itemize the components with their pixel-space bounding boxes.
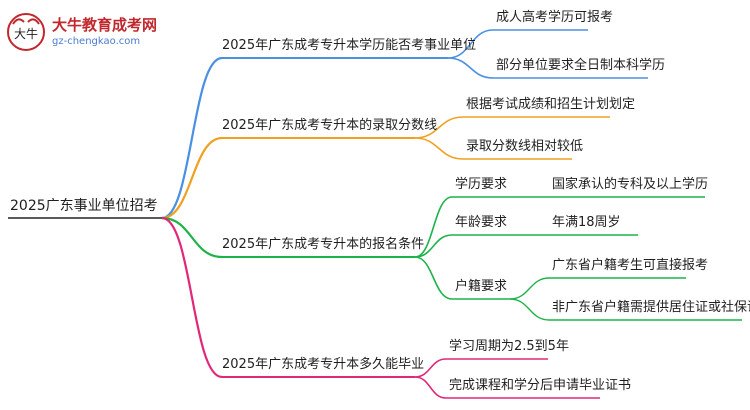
- leaf-label: 根据考试成绩和招生计划划定: [466, 97, 636, 112]
- sub-branch-label: 年龄要求: [455, 215, 508, 230]
- logo-mark-text: 大牛: [14, 26, 38, 41]
- branch-label: 2025年广东成考专升本的报名条件: [222, 237, 425, 252]
- site-logo: 大牛 大牛教育成考网 gz-chengkao.com: [6, 10, 186, 54]
- branch-label: 2025年广东成考专升本学历能否考事业单位: [222, 38, 477, 53]
- branch-link: [447, 57, 494, 79]
- leaf-label: 非广东省户籍需提供居住证或社保证明: [552, 300, 750, 315]
- sub-link: [509, 277, 550, 300]
- leaf-label: 部分单位要求全日制本科学历: [496, 58, 666, 73]
- leaf-label: 成人高考学历可报考: [496, 10, 614, 25]
- branch-link: [414, 116, 464, 139]
- branch-link: [414, 256, 453, 300]
- leaf-label: 学习周期为2.5到5年: [449, 339, 569, 354]
- branch-link: [414, 137, 464, 160]
- bull-logo-icon: 大牛: [7, 13, 45, 51]
- mindmap-root: 2025广东事业单位招考: [10, 198, 158, 214]
- leaf-label: 年满18周岁: [552, 215, 621, 230]
- sub-branch-label: 学历要求: [455, 177, 508, 192]
- branch-label: 2025年广东成考专升本多久能毕业: [222, 357, 425, 372]
- logo-url: gz-chengkao.com: [52, 36, 141, 47]
- sub-branch-label: 户籍要求: [455, 279, 508, 294]
- branch-link: [414, 376, 447, 399]
- leaf-label: 录取分数线相对较低: [466, 139, 584, 154]
- leaf-label: 完成课程和学分后申请毕业证书: [449, 378, 632, 393]
- root-link: [161, 216, 223, 259]
- branch-link: [414, 358, 447, 378]
- root-link: [161, 136, 223, 220]
- branch-link: [414, 234, 453, 258]
- leaf-label: 国家承认的专科及以上学历: [552, 177, 709, 192]
- root-link: [161, 56, 223, 220]
- root-link: [161, 216, 223, 379]
- logo-title: 大牛教育成考网: [52, 16, 158, 34]
- branch-label: 2025年广东成考专升本的录取分数线: [222, 118, 438, 133]
- sub-link: [509, 298, 550, 321]
- branch-link: [414, 196, 453, 258]
- leaf-label: 广东省户籍考生可直接报考: [552, 258, 709, 273]
- branch-link: [447, 29, 494, 59]
